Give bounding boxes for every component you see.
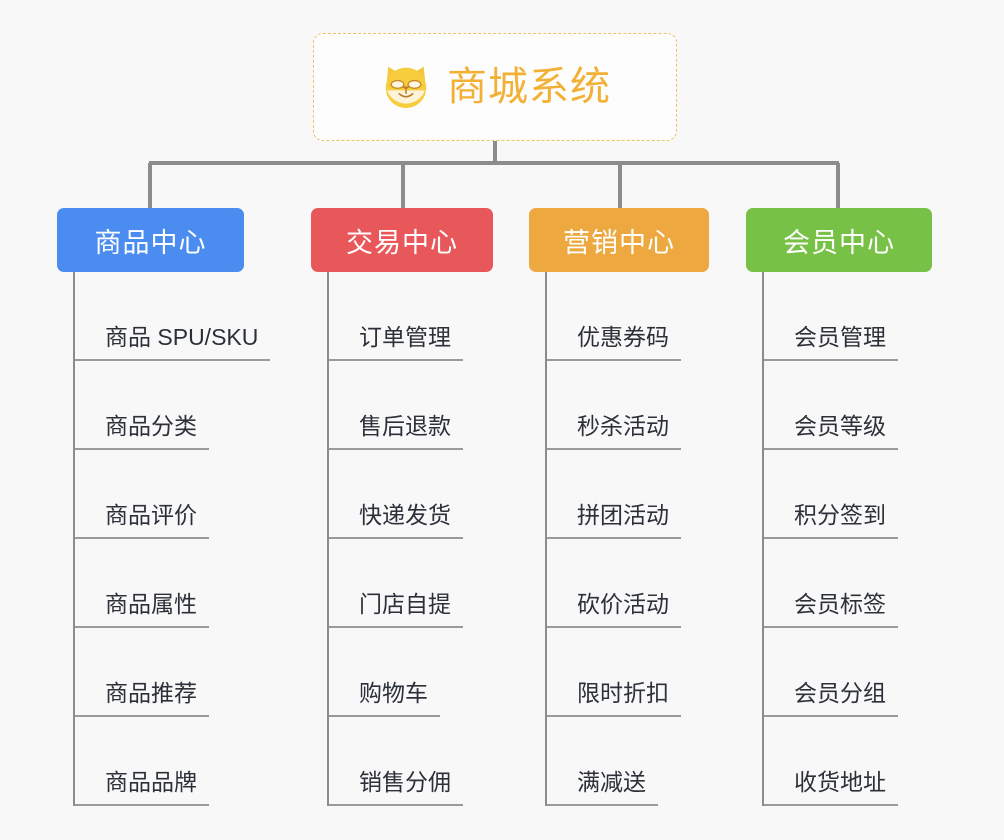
root-node[interactable]: 商城系统 bbox=[313, 33, 677, 141]
leaf-item[interactable]: 商品 SPU/SKU bbox=[75, 272, 271, 361]
category-label: 会员中心 bbox=[783, 227, 895, 258]
leaf-item-label: 会员管理 bbox=[764, 323, 898, 361]
leaf-item-label: 商品 SPU/SKU bbox=[75, 323, 271, 361]
leaf-item-label: 订单管理 bbox=[329, 323, 463, 361]
column-marketing-center: 营销中心优惠券码秒杀活动拼团活动砍价活动限时折扣满减送 bbox=[529, 208, 709, 806]
leaf-item-label: 满减送 bbox=[547, 768, 658, 806]
leaf-item-label: 会员等级 bbox=[764, 412, 898, 450]
leaf-item[interactable]: 购物车 bbox=[329, 628, 493, 717]
leaf-item[interactable]: 售后退款 bbox=[329, 361, 493, 450]
leaf-item-label: 拼团活动 bbox=[547, 501, 681, 539]
leaf-item[interactable]: 销售分佣 bbox=[329, 717, 493, 806]
root-title: 商城系统 bbox=[447, 65, 611, 109]
leaf-item[interactable]: 商品品牌 bbox=[75, 717, 244, 806]
category-label: 交易中心 bbox=[346, 227, 458, 258]
leaf-item[interactable]: 快递发货 bbox=[329, 450, 493, 539]
leaf-item[interactable]: 会员管理 bbox=[764, 272, 932, 361]
leaf-item-label: 会员标签 bbox=[764, 590, 898, 628]
leaf-item[interactable]: 商品属性 bbox=[75, 539, 244, 628]
category-label: 商品中心 bbox=[94, 227, 207, 258]
leaf-item-label: 收货地址 bbox=[764, 768, 898, 806]
leaf-item-label: 积分签到 bbox=[764, 501, 898, 539]
leaf-item[interactable]: 会员分组 bbox=[764, 628, 932, 717]
leaf-item-label: 售后退款 bbox=[329, 412, 463, 450]
leaf-item[interactable]: 商品推荐 bbox=[75, 628, 244, 717]
leaf-item[interactable]: 积分签到 bbox=[764, 450, 932, 539]
leaf-item-label: 商品品牌 bbox=[75, 768, 209, 806]
leaf-item[interactable]: 砍价活动 bbox=[547, 539, 709, 628]
leaf-item[interactable]: 满减送 bbox=[547, 717, 709, 806]
leaf-item[interactable]: 拼团活动 bbox=[547, 450, 709, 539]
leaf-item[interactable]: 商品分类 bbox=[75, 361, 244, 450]
leaf-item[interactable]: 优惠券码 bbox=[547, 272, 709, 361]
leaf-item[interactable]: 门店自提 bbox=[329, 539, 493, 628]
category-header-product-center[interactable]: 商品中心 bbox=[57, 208, 244, 272]
category-header-marketing-center[interactable]: 营销中心 bbox=[529, 208, 709, 272]
leaf-item-label: 快递发货 bbox=[329, 501, 463, 539]
leaf-item[interactable]: 商品评价 bbox=[75, 450, 244, 539]
leaf-item-label: 销售分佣 bbox=[329, 768, 463, 806]
column-member-center: 会员中心会员管理会员等级积分签到会员标签会员分组收货地址 bbox=[746, 208, 932, 806]
leaf-item-label: 购物车 bbox=[329, 679, 440, 717]
leaf-item-label: 优惠券码 bbox=[547, 323, 681, 361]
leaf-list-member-center: 会员管理会员等级积分签到会员标签会员分组收货地址 bbox=[762, 272, 932, 806]
leaf-item-label: 砍价活动 bbox=[547, 590, 681, 628]
leaf-item[interactable]: 会员等级 bbox=[764, 361, 932, 450]
leaf-item[interactable]: 收货地址 bbox=[764, 717, 932, 806]
category-label: 营销中心 bbox=[563, 227, 675, 258]
column-trade-center: 交易中心订单管理售后退款快递发货门店自提购物车销售分佣 bbox=[311, 208, 493, 806]
leaf-item-label: 门店自提 bbox=[329, 590, 463, 628]
leaf-item-label: 限时折扣 bbox=[547, 679, 681, 717]
leaf-item-label: 秒杀活动 bbox=[547, 412, 681, 450]
leaf-item-label: 商品属性 bbox=[75, 590, 209, 628]
leaf-list-trade-center: 订单管理售后退款快递发货门店自提购物车销售分佣 bbox=[327, 272, 493, 806]
category-header-trade-center[interactable]: 交易中心 bbox=[311, 208, 493, 272]
column-product-center: 商品中心商品 SPU/SKU 商品分类商品评价商品属性商品推荐商品品牌 bbox=[57, 208, 271, 806]
leaf-list-product-center: 商品 SPU/SKU 商品分类商品评价商品属性商品推荐商品品牌 bbox=[73, 272, 271, 806]
leaf-item-label: 会员分组 bbox=[764, 679, 898, 717]
leaf-item-label: 商品推荐 bbox=[75, 679, 209, 717]
leaf-item-label: 商品分类 bbox=[75, 412, 209, 450]
leaf-item[interactable]: 秒杀活动 bbox=[547, 361, 709, 450]
shiba-dog-icon bbox=[379, 60, 433, 114]
leaf-item[interactable]: 会员标签 bbox=[764, 539, 932, 628]
leaf-item[interactable]: 限时折扣 bbox=[547, 628, 709, 717]
leaf-list-marketing-center: 优惠券码秒杀活动拼团活动砍价活动限时折扣满减送 bbox=[545, 272, 709, 806]
category-header-member-center[interactable]: 会员中心 bbox=[746, 208, 932, 272]
leaf-item[interactable]: 订单管理 bbox=[329, 272, 493, 361]
leaf-item-label: 商品评价 bbox=[75, 501, 209, 539]
